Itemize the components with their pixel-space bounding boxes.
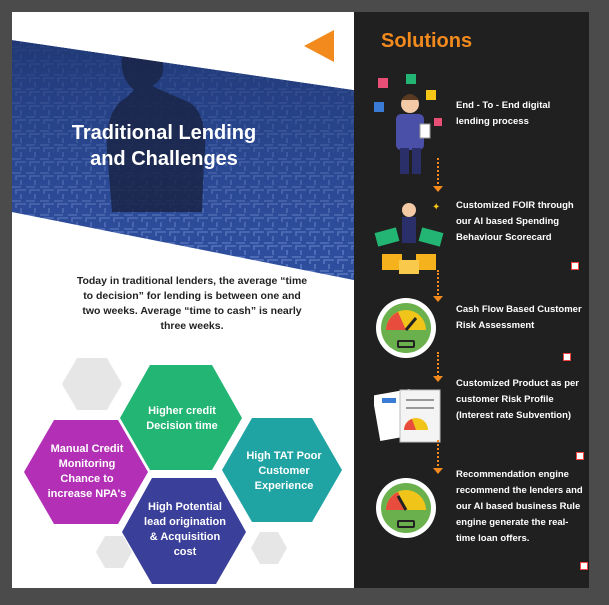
solutions-title: Solutions bbox=[381, 30, 473, 52]
flow-connector bbox=[437, 440, 441, 470]
hero-image bbox=[12, 12, 354, 280]
hero-title: Traditional Lending and Challenges bbox=[52, 120, 276, 172]
hex-lead-cost bbox=[122, 478, 246, 584]
orange-triangle-icon bbox=[304, 30, 334, 62]
hex-label-decision-time: Higher credit Decision time bbox=[146, 405, 218, 432]
decor-hex bbox=[62, 358, 122, 410]
challenge-hexagons: Higher credit Decision time High TAT Poo… bbox=[12, 338, 354, 588]
hex-label-tat: High TAT Poor Customer Experience bbox=[246, 449, 322, 492]
flow-connector bbox=[437, 270, 441, 298]
decor-hex bbox=[96, 536, 132, 568]
hero-title-line2: and Challenges bbox=[90, 148, 238, 170]
hex-label-manual-monitoring: Manual Credit Monitoring Chance to incre… bbox=[47, 443, 127, 500]
challenges-panel: Traditional Lending and Challenges Today… bbox=[12, 12, 354, 588]
flow-connector bbox=[437, 158, 441, 188]
flow-arrow-icon bbox=[433, 296, 443, 302]
gauge-icon bbox=[376, 298, 436, 358]
solution-5-text: Recommendation engine recommend the lend… bbox=[456, 469, 583, 544]
flow-arrow-icon bbox=[433, 186, 443, 192]
flow-arrow-icon bbox=[433, 376, 443, 382]
flow-arrow-icon bbox=[433, 468, 443, 474]
hex-decision-time bbox=[120, 365, 242, 470]
hexagon-grid bbox=[24, 358, 342, 584]
marker-square bbox=[580, 562, 588, 570]
person-silhouette bbox=[106, 42, 206, 213]
solution-2-text: Customized FOIR through our AI based Spe… bbox=[456, 200, 574, 243]
solutions-panel: Solutions End - To - End digital lending… bbox=[354, 12, 589, 588]
svg-text:✦: ✦ bbox=[432, 202, 440, 213]
hex-manual-monitoring bbox=[24, 420, 148, 524]
marker-square bbox=[563, 353, 571, 361]
hero-banner: Traditional Lending and Challenges bbox=[12, 12, 354, 292]
intro-text: Today in traditional lenders, the averag… bbox=[76, 275, 308, 332]
marker-square bbox=[571, 262, 579, 270]
solution-3-text: Cash Flow Based Customer Risk Assessment bbox=[456, 304, 582, 331]
hex-tat bbox=[222, 418, 342, 522]
flow-connector bbox=[437, 352, 441, 380]
solution-1-text: End - To - End digital lending process bbox=[456, 100, 551, 127]
marker-square bbox=[576, 452, 584, 460]
businessman-icon bbox=[374, 74, 442, 174]
hex-label-lead-cost: High Potential lead origination & Acquis… bbox=[144, 501, 226, 558]
solution-4-text: Customized Product as per customer Risk … bbox=[456, 378, 579, 421]
report-icon bbox=[374, 389, 441, 443]
speedometer-icon bbox=[376, 478, 436, 538]
decor-hex bbox=[251, 532, 287, 564]
hero-title-line1: Traditional Lending bbox=[71, 122, 257, 144]
money-icon: ✦ bbox=[374, 202, 444, 274]
